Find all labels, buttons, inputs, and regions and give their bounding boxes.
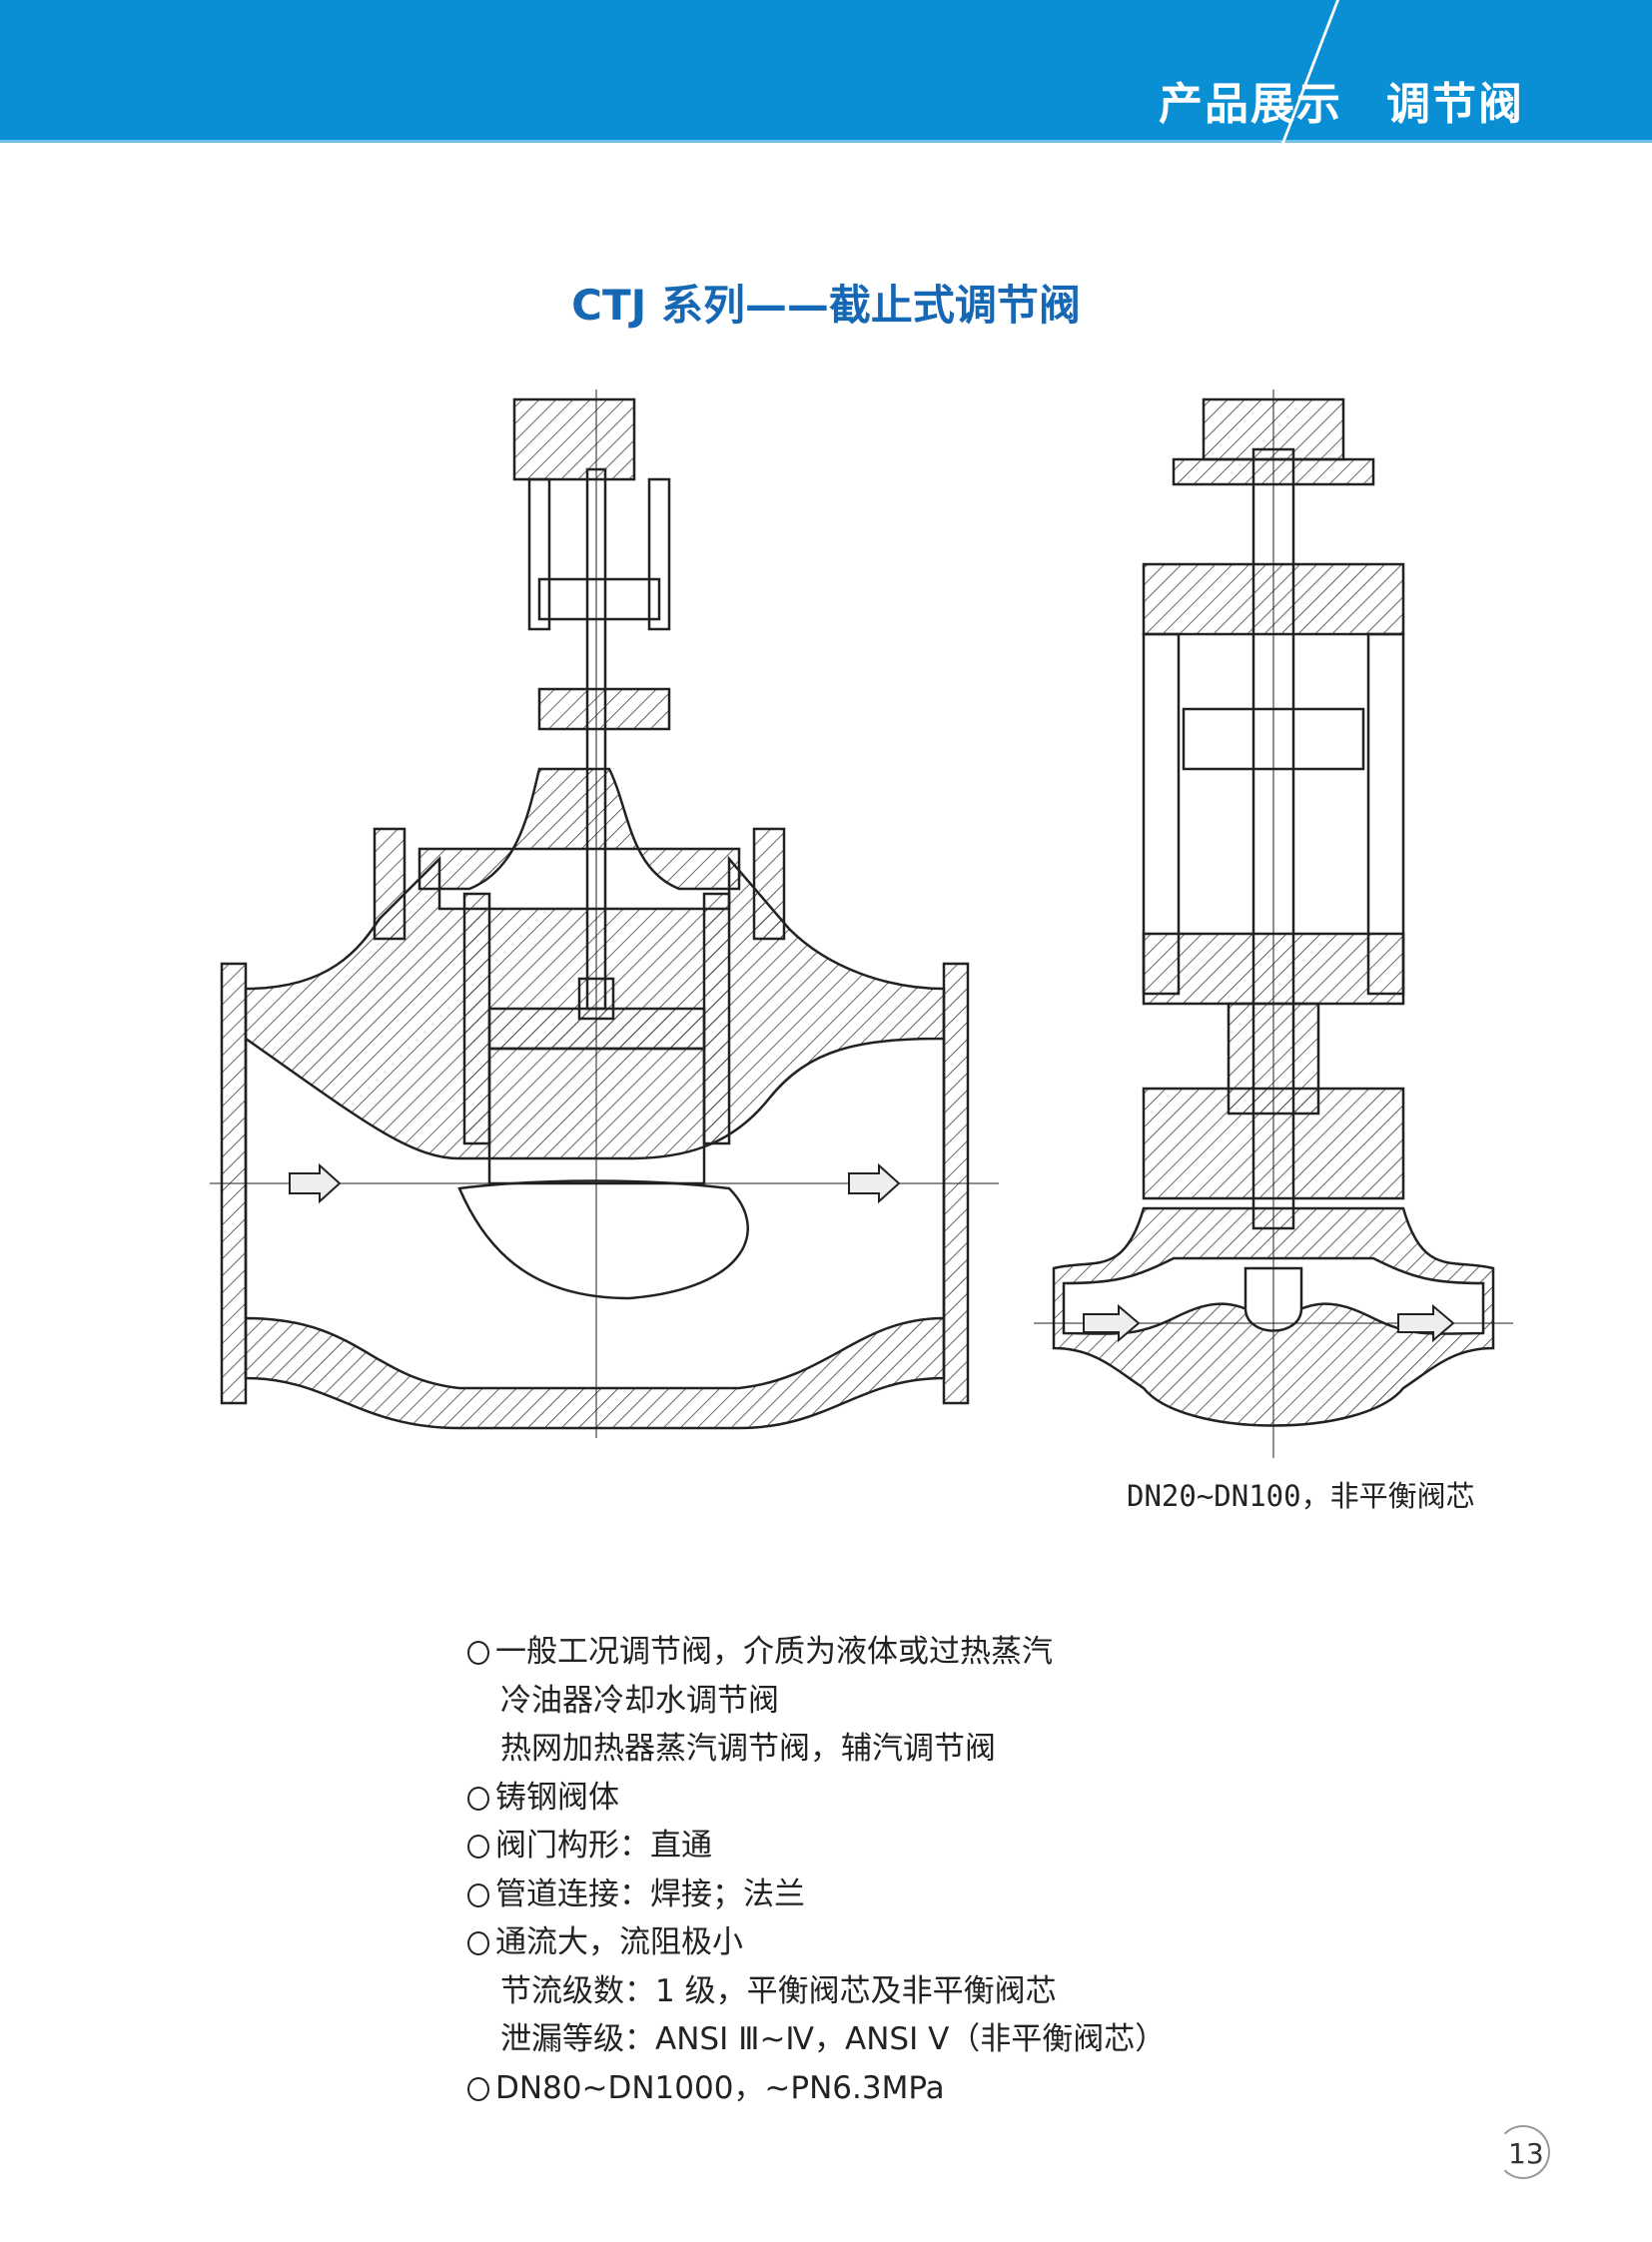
circle-bullet-icon (467, 1835, 489, 1859)
feature-text: 管道连接：焊接；法兰 (495, 1875, 805, 1912)
feature-text: 冷油器冷却水调节阀 (500, 1682, 779, 1719)
feature-text: 阀门构形：直通 (495, 1828, 712, 1864)
globe-valve-unbalanced-section-drawing (1034, 389, 1513, 1458)
feature-item: 节流级数：1 级，平衡阀芯及非平衡阀芯 (467, 1967, 1166, 2016)
header-category: 调节阀 (1386, 79, 1524, 130)
feature-text: 热网加热器蒸汽调节阀，辅汽调节阀 (500, 1731, 996, 1767)
feature-text: 节流级数：1 级，平衡阀芯及非平衡阀芯 (500, 1972, 1057, 2009)
circle-bullet-icon (467, 1882, 489, 1907)
feature-text: 通流大，流阻极小 (495, 1924, 743, 1960)
page-title: CTJ 系列——截止式调节阀 (571, 281, 1081, 330)
circle-bullet-icon (467, 1641, 489, 1665)
feature-text: DN80~DN1000，~PN6.3MPa (495, 2069, 945, 2106)
feature-item: 通流大，流阻极小 (467, 1918, 1166, 1967)
feature-list: 一般工况调节阀，介质为液体或过热蒸汽 冷油器冷却水调节阀 热网加热器蒸汽调节阀，… (467, 1628, 1166, 2112)
feature-item: 一般工况调节阀，介质为液体或过热蒸汽 (467, 1628, 1166, 1677)
feature-item: 阀门构形：直通 (467, 1822, 1166, 1870)
feature-item: 管道连接：焊接；法兰 (467, 1870, 1166, 1919)
globe-valve-balanced-section-drawing (210, 389, 999, 1438)
circle-bullet-icon (467, 2076, 489, 2101)
page-number-arc (1496, 2125, 1550, 2179)
circle-bullet-icon (467, 1931, 489, 1955)
header-divider (0, 140, 1652, 143)
header-section: 产品展示 (1159, 79, 1342, 130)
feature-item: 热网加热器蒸汽调节阀，辅汽调节阀 (467, 1725, 1166, 1774)
feature-item: DN80~DN1000，~PN6.3MPa (467, 2064, 1166, 2113)
feature-text: 泄漏等级：ANSI Ⅲ~Ⅳ，ANSI Ⅴ（非平衡阀芯） (500, 2021, 1167, 2057)
feature-item: 泄漏等级：ANSI Ⅲ~Ⅳ，ANSI Ⅴ（非平衡阀芯） (467, 2015, 1166, 2064)
feature-text: 一般工况调节阀，介质为液体或过热蒸汽 (495, 1634, 1053, 1670)
feature-item: 冷油器冷却水调节阀 (467, 1677, 1166, 1726)
header-banner (0, 0, 1652, 140)
feature-item: 铸钢阀体 (467, 1774, 1166, 1823)
page-number: 13 (1508, 2137, 1544, 2170)
figure-caption: DN20~DN100，非平衡阀芯 (1127, 1479, 1475, 1513)
circle-bullet-icon (467, 1786, 489, 1811)
feature-text: 铸钢阀体 (495, 1779, 619, 1816)
